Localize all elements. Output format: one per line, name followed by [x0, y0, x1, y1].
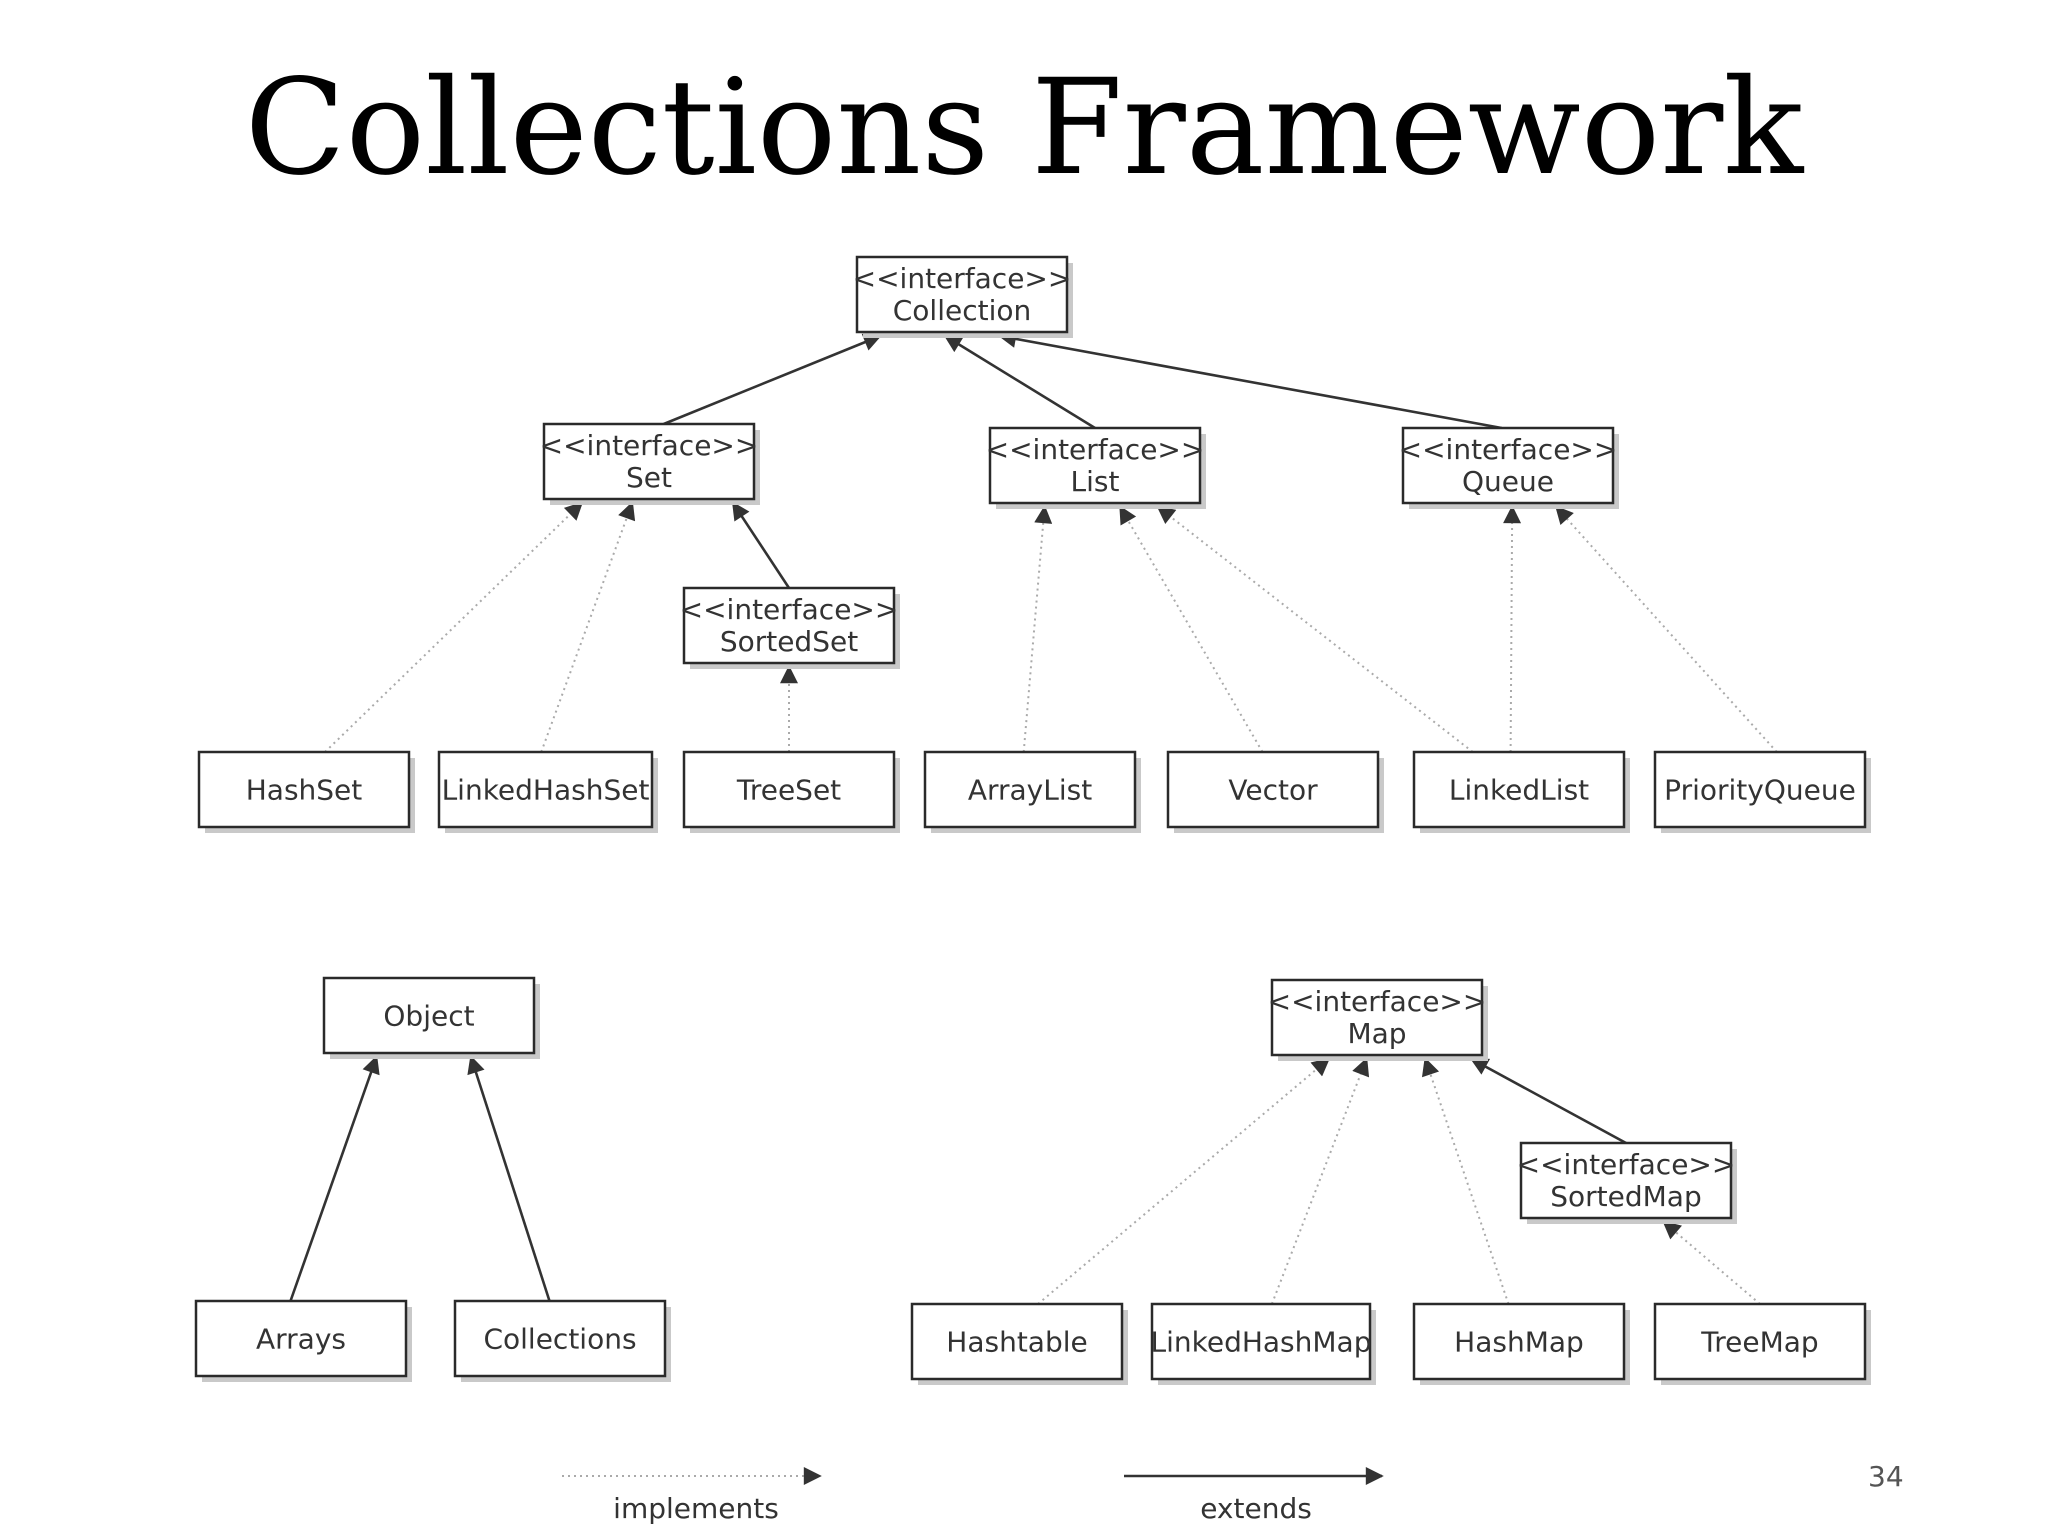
- box-border: [322, 976, 536, 1055]
- edge-linkedhashmap-implements-map: [1270, 1057, 1370, 1305]
- class-box-object: Object: [322, 976, 540, 1059]
- edge-hashmap-implements-map: [1421, 1057, 1510, 1305]
- box-stereotype: <<interface>>: [680, 593, 899, 626]
- edge-hashtable-implements-map: [1037, 1057, 1331, 1305]
- box-stereotype: <<interface>>: [540, 429, 759, 462]
- box-border: [1653, 750, 1867, 829]
- legend-extends-label: extends: [1200, 1492, 1312, 1525]
- box-label: ArrayList: [968, 774, 1092, 807]
- box-border: [682, 586, 896, 665]
- class-box-list: <<interface>>List: [986, 426, 1206, 509]
- box-label: Hashtable: [946, 1326, 1087, 1359]
- box-border: [1519, 1141, 1733, 1220]
- box-border: [197, 750, 411, 829]
- box-border: [453, 1299, 667, 1378]
- box-stereotype: <<interface>>: [1517, 1148, 1736, 1181]
- box-label: PriorityQueue: [1664, 774, 1856, 807]
- class-box-treeset: TreeSet: [682, 750, 900, 833]
- box-label: TreeSet: [736, 774, 841, 807]
- class-box-arrays: Arrays: [194, 1299, 412, 1382]
- edge-sortedmap-extends-map: [1469, 1057, 1627, 1145]
- class-box-sortedmap: <<interface>>SortedMap: [1517, 1141, 1737, 1224]
- box-border: [1270, 978, 1484, 1057]
- class-box-arraylist: ArrayList: [923, 750, 1141, 833]
- box-border: [1401, 426, 1615, 505]
- class-box-sortedset: <<interface>>SortedSet: [680, 586, 900, 669]
- box-stereotype: <<interface>>: [1268, 985, 1487, 1018]
- box-label: Set: [626, 461, 672, 494]
- class-box-hashtable: Hashtable: [910, 1302, 1128, 1385]
- box-stereotype: <<interface>>: [986, 433, 1205, 466]
- box-label: Collections: [483, 1323, 636, 1356]
- box-label: SortedMap: [1550, 1180, 1701, 1213]
- class-box-linkedhashmap: LinkedHashMap: [1150, 1302, 1376, 1385]
- class-box-collection: <<interface>>Collection: [853, 255, 1073, 338]
- class-box-collections: Collections: [453, 1299, 671, 1382]
- box-label: SortedSet: [720, 625, 858, 658]
- box-border: [910, 1302, 1124, 1381]
- box-border: [1412, 1302, 1626, 1381]
- box-label: LinkedList: [1449, 774, 1589, 807]
- edge-queue-extends-collection: [998, 330, 1502, 430]
- nodes-layer: <<interface>>Collection<<interface>>Set<…: [194, 255, 1871, 1385]
- edges-layer: [289, 330, 1778, 1305]
- box-label: LinkedHashMap: [1151, 1326, 1372, 1359]
- box-border: [855, 255, 1069, 334]
- page-number: 34: [1868, 1460, 1904, 1493]
- box-label: Map: [1347, 1017, 1406, 1050]
- class-box-hashset: HashSet: [197, 750, 415, 833]
- edge-collections-extends-object: [467, 1055, 551, 1302]
- class-box-treemap: TreeMap: [1653, 1302, 1871, 1385]
- box-label: HashSet: [246, 774, 363, 807]
- class-box-map: <<interface>>Map: [1268, 978, 1488, 1061]
- box-label: TreeMap: [1700, 1326, 1818, 1359]
- edge-set-extends-collection: [663, 333, 882, 426]
- box-label: List: [1071, 465, 1120, 498]
- box-stereotype: <<interface>>: [853, 262, 1072, 295]
- class-box-set: <<interface>>Set: [540, 422, 760, 505]
- box-border: [542, 422, 756, 501]
- edge-priorityqueue-implements-queue: [1555, 505, 1778, 753]
- edge-list-extends-collection: [943, 334, 1096, 430]
- class-box-linkedhashset: LinkedHashSet: [437, 750, 658, 833]
- class-box-vector: Vector: [1166, 750, 1384, 833]
- box-border: [1166, 750, 1380, 829]
- class-box-hashmap: HashMap: [1412, 1302, 1630, 1385]
- box-border: [1653, 1302, 1867, 1381]
- box-label: Vector: [1228, 774, 1318, 807]
- slide-title: Collections Framework: [244, 51, 1804, 205]
- legend: implements extends: [562, 1467, 1384, 1525]
- box-border: [1150, 1302, 1372, 1381]
- box-label: HashMap: [1454, 1326, 1584, 1359]
- box-label: LinkedHashSet: [442, 774, 650, 807]
- box-label: Arrays: [256, 1323, 346, 1356]
- box-border: [1412, 750, 1626, 829]
- box-border: [194, 1299, 408, 1378]
- box-label: Queue: [1462, 465, 1554, 498]
- edge-hashset-implements-set: [324, 501, 584, 753]
- class-box-linkedlist: LinkedList: [1412, 750, 1630, 833]
- edge-sortedset-extends-set: [731, 501, 791, 589]
- box-border: [437, 750, 654, 829]
- box-label: Object: [383, 1000, 474, 1033]
- box-border: [682, 750, 896, 829]
- edge-arrays-extends-object: [289, 1055, 380, 1302]
- legend-implements-label: implements: [613, 1492, 779, 1525]
- edge-treemap-implements-sortedmap: [1662, 1220, 1761, 1305]
- box-stereotype: <<interface>>: [1399, 433, 1618, 466]
- edge-arraylist-implements-list: [1022, 505, 1053, 753]
- edge-linkedlist-implements-queue: [1503, 505, 1522, 753]
- class-box-queue: <<interface>>Queue: [1399, 426, 1619, 509]
- box-border: [988, 426, 1202, 505]
- edge-linkedhashset-implements-set: [540, 501, 636, 753]
- edge-vector-implements-list: [1119, 505, 1264, 753]
- edge-linkedlist-implements-list: [1156, 505, 1474, 753]
- class-box-priorityqueue: PriorityQueue: [1653, 750, 1871, 833]
- box-border: [923, 750, 1137, 829]
- box-label: Collection: [893, 294, 1032, 327]
